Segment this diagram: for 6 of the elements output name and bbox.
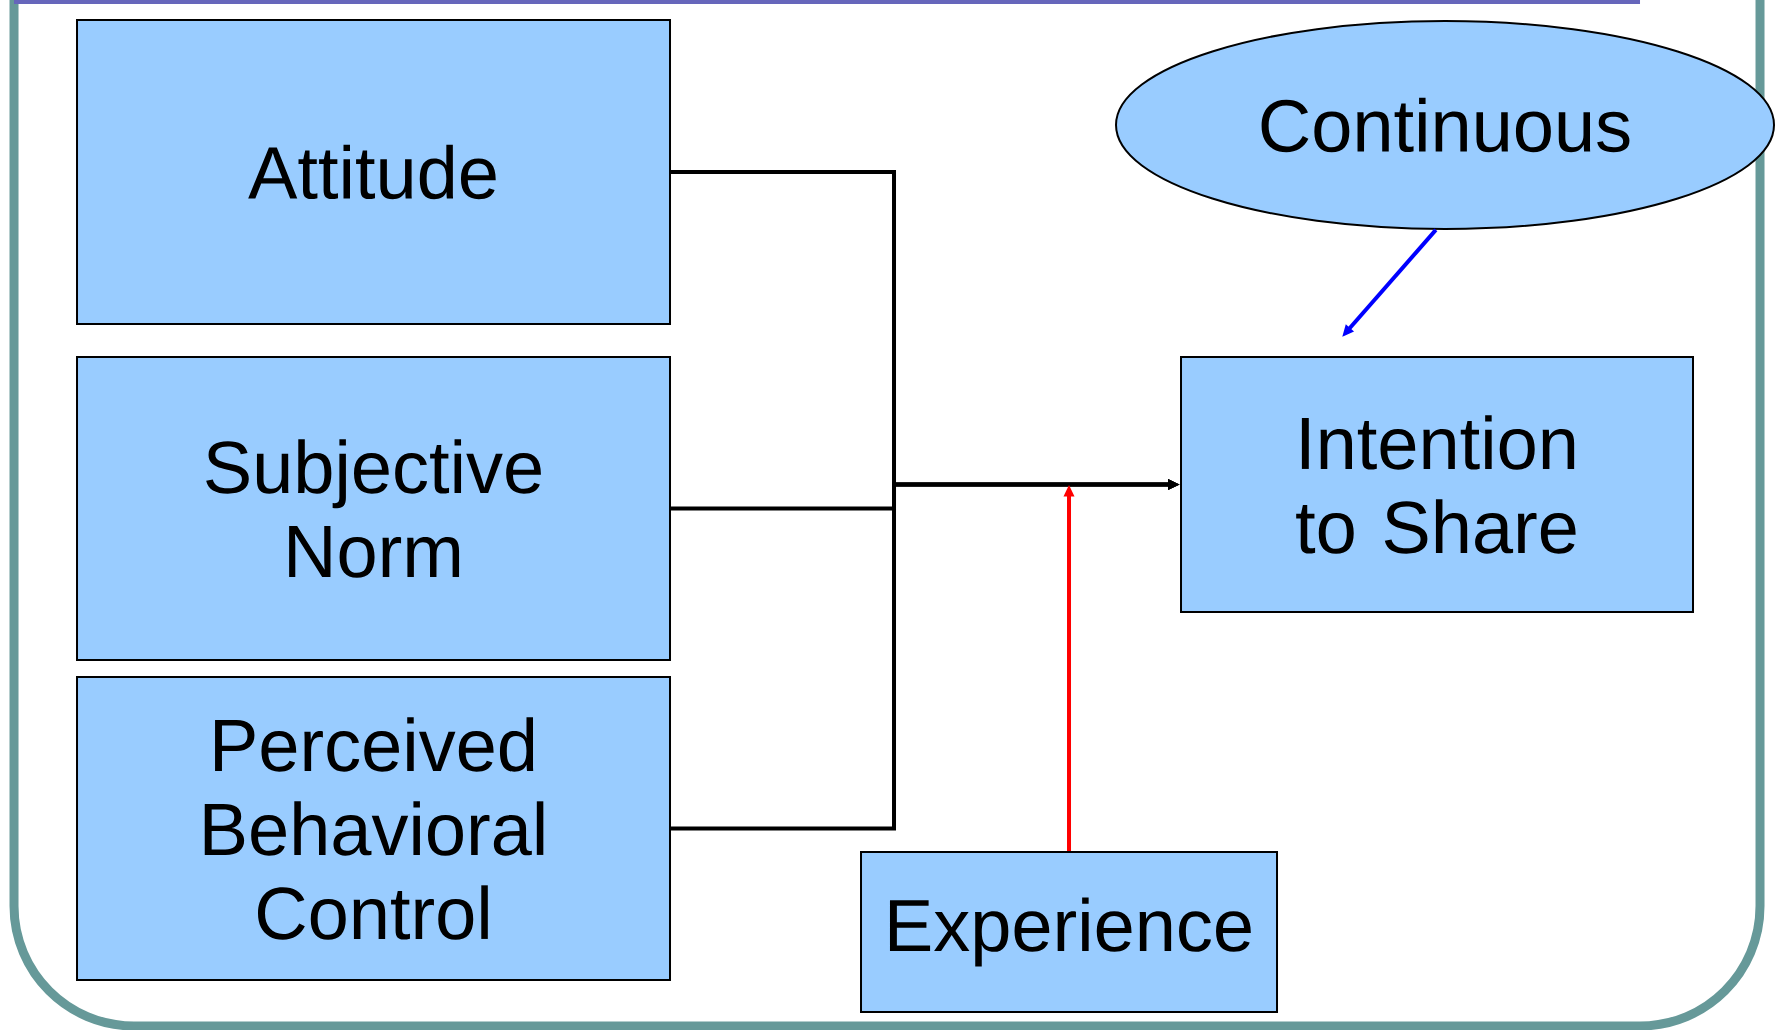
- process-box: Intention to Share: [1180, 356, 1694, 613]
- process-box: Subjective Norm: [76, 356, 671, 661]
- process-box: Experience: [860, 851, 1278, 1013]
- process-box: Perceived Behavioral Control: [76, 676, 671, 981]
- ellipse-node: Continuous: [1115, 20, 1775, 230]
- attitude-box: Attitude: [76, 19, 671, 325]
